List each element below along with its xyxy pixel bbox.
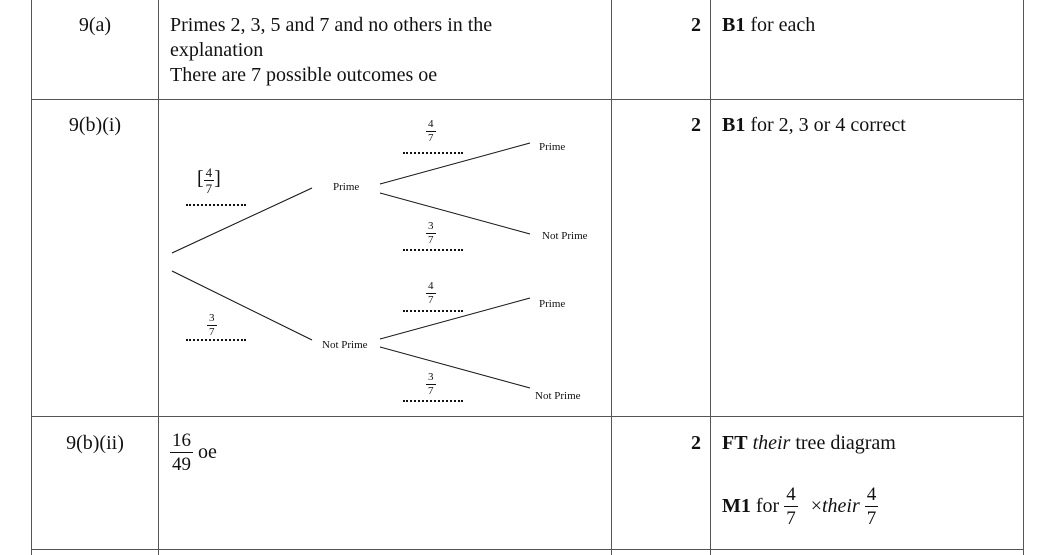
answer-dotted-line (186, 339, 246, 341)
question-number: 9(a) (78, 14, 112, 36)
answer-text: Primes 2, 3, 5 and 7 and no others in th… (170, 13, 600, 88)
guidance-bold: B1 (722, 14, 746, 36)
branch-notprime-notprime (379, 346, 531, 389)
answer-line: Primes 2, 3, 5 and 7 and no others in th… (170, 14, 493, 36)
guidance-pre: for (750, 495, 785, 517)
answer-dotted-line (403, 310, 463, 312)
outcome-label: Prime (539, 298, 565, 310)
guidance-rest: for each (745, 14, 816, 36)
guidance-rest: for 2, 3 or 4 correct (745, 114, 906, 136)
grid-line-left (31, 0, 32, 555)
branch-first-notprime (171, 270, 313, 341)
marks-value: 2 (691, 432, 701, 454)
answer-dotted-line (403, 249, 463, 251)
answer-dotted-line (403, 152, 463, 154)
question-number: 9(b)(i) (68, 114, 122, 136)
row-divider-1 (31, 99, 1024, 100)
branch-prime-prime (379, 142, 531, 185)
marks-value: 2 (691, 114, 701, 136)
answer-line: explanation (170, 39, 264, 61)
bracket-right: ] (214, 167, 221, 190)
guidance-text: FT their tree diagram (722, 431, 896, 456)
branch-notprime-prime (379, 297, 531, 340)
grid-line-col3 (710, 0, 711, 555)
guidance-bold: M1 (722, 495, 751, 517)
guidance-text: B1 for 2, 3 or 4 correct (722, 113, 906, 138)
outcome-label: Not Prime (535, 390, 581, 402)
tree-diagram: Prime Not Prime Prime Not Prime Prime No… (171, 141, 588, 402)
branch-first-prime (171, 187, 313, 254)
node-label-prime: Prime (333, 181, 359, 193)
answer-suffix: oe (198, 441, 217, 463)
answer-dotted-line (403, 400, 463, 402)
grid-line-col2 (611, 0, 612, 555)
row-divider-3 (31, 549, 1024, 550)
marks-value: 2 (691, 14, 701, 36)
question-number: 9(b)(ii) (66, 432, 124, 454)
node-label-notprime: Not Prime (322, 339, 368, 351)
bracket-left: [ (197, 167, 204, 190)
guidance-rest: tree diagram (790, 432, 896, 454)
guidance-italic: their (752, 432, 791, 454)
outcome-label: Prime (539, 141, 565, 153)
guidance-italic: their (822, 495, 860, 517)
guidance-text: B1 for each (722, 13, 815, 38)
guidance-bold: FT (722, 432, 748, 454)
outcome-label: Not Prime (542, 230, 588, 242)
row-divider-2 (31, 416, 1024, 417)
branch-prime-notprime (379, 192, 531, 235)
answer-dotted-line (186, 204, 246, 206)
grid-line-right (1023, 0, 1024, 555)
guidance-bold: B1 (722, 114, 746, 136)
times-symbol: × (810, 495, 822, 517)
answer-line: There are 7 possible outcomes oe (170, 64, 438, 86)
grid-line-col1 (158, 0, 159, 555)
